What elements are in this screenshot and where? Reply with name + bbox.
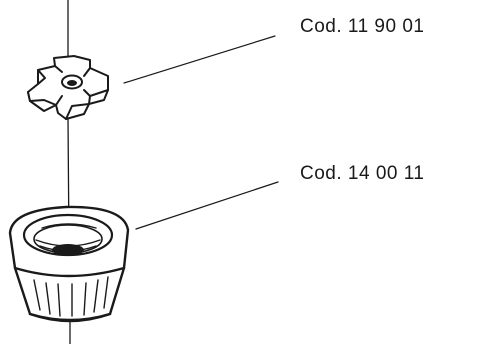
part-code-tapered-bushing: Cod. 14 00 11 <box>300 163 425 184</box>
leader-line-bottom <box>135 181 279 230</box>
tapered-bushing-part <box>8 205 130 323</box>
leader-line-top <box>123 35 276 84</box>
cutter-head-part <box>27 55 109 120</box>
part-code-cutter-head: Cod. 11 90 01 <box>300 16 425 37</box>
